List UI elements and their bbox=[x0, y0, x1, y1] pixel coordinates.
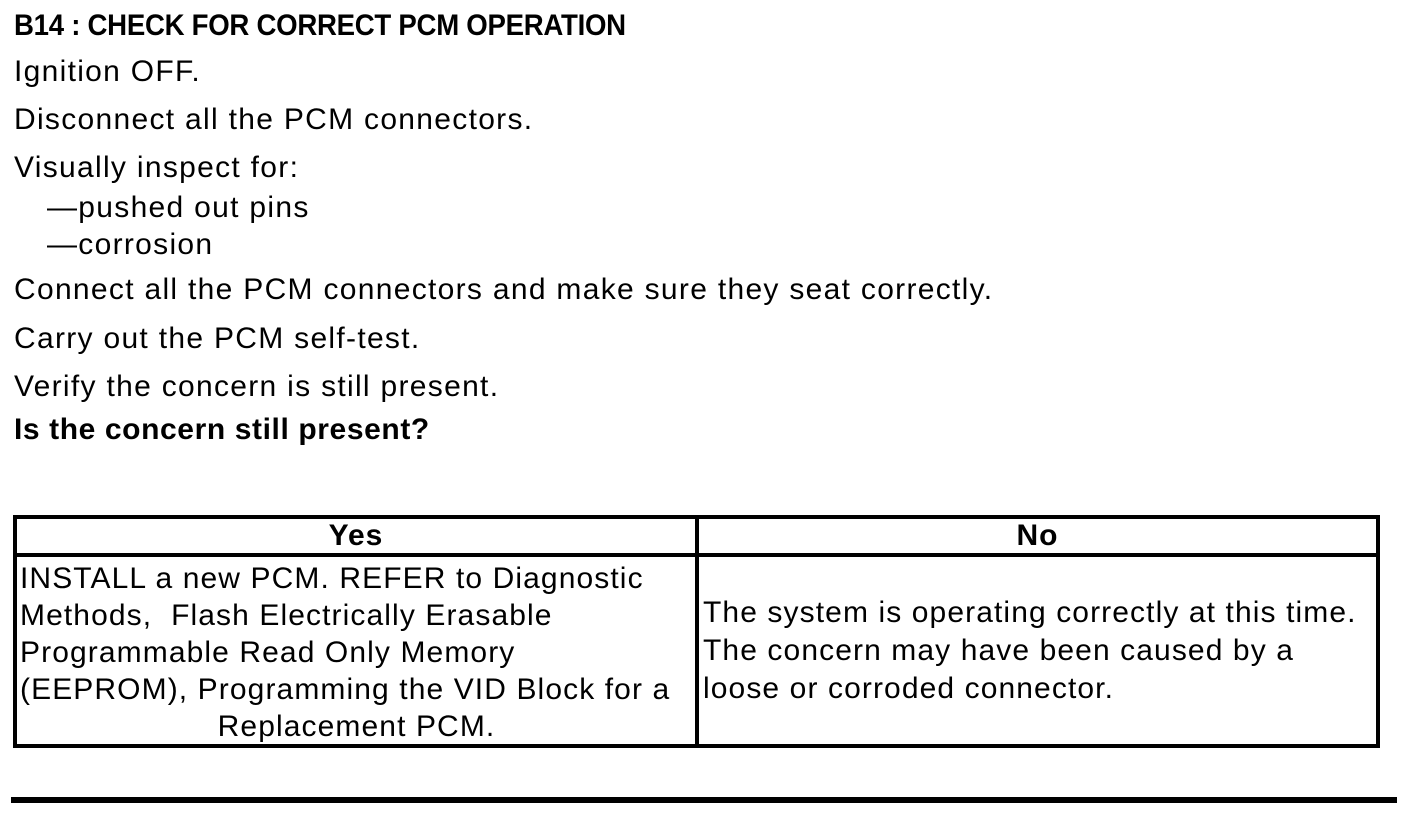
instruction-line: Carry out the PCM self-test. bbox=[14, 322, 421, 355]
yes-cell-text-line: Methods, Flash Electrically Erasable bbox=[20, 599, 553, 632]
instruction-sub-item: —pushed out pins bbox=[47, 191, 310, 224]
no-cell-text-line: The system is operating correctly at thi… bbox=[703, 596, 1357, 629]
no-cell-text-line: loose or corroded connector. bbox=[703, 672, 1115, 705]
no-action-cell: The system is operating correctly at thi… bbox=[699, 557, 1376, 745]
horizontal-divider bbox=[11, 797, 1397, 803]
yes-cell-text-line: Programmable Read Only Memory bbox=[20, 636, 516, 669]
yes-cell-text-line: Replacement PCM. bbox=[217, 710, 496, 743]
no-cell-text-line: The concern may have been caused by a bbox=[703, 634, 1295, 667]
instruction-line: Connect all the PCM connectors and make … bbox=[14, 273, 994, 306]
instruction-line: Visually inspect for: bbox=[14, 151, 300, 184]
instruction-line: Disconnect all the PCM connectors. bbox=[14, 103, 534, 136]
table-body-row: INSTALL a new PCM. REFER to Diagnostic M… bbox=[17, 557, 1376, 745]
yes-no-result-table: Yes No INSTALL a new PCM. REFER to Diagn… bbox=[13, 515, 1380, 748]
table-header-row: Yes No bbox=[17, 519, 1376, 557]
instruction-line: Ignition OFF. bbox=[14, 55, 201, 88]
instruction-line: Verify the concern is still present. bbox=[14, 370, 500, 403]
yes-column-header: Yes bbox=[17, 519, 699, 557]
step-heading: B14 : CHECK FOR CORRECT PCM OPERATION bbox=[14, 9, 626, 42]
question-line: Is the concern still present? bbox=[14, 413, 430, 446]
yes-cell-text-line: INSTALL a new PCM. REFER to Diagnostic bbox=[20, 562, 644, 595]
yes-cell-text-line: (EEPROM), Programming the VID Block for … bbox=[20, 673, 671, 706]
no-column-header: No bbox=[699, 519, 1376, 557]
yes-action-cell: INSTALL a new PCM. REFER to Diagnostic M… bbox=[17, 557, 699, 745]
instruction-sub-item: —corrosion bbox=[47, 228, 214, 261]
